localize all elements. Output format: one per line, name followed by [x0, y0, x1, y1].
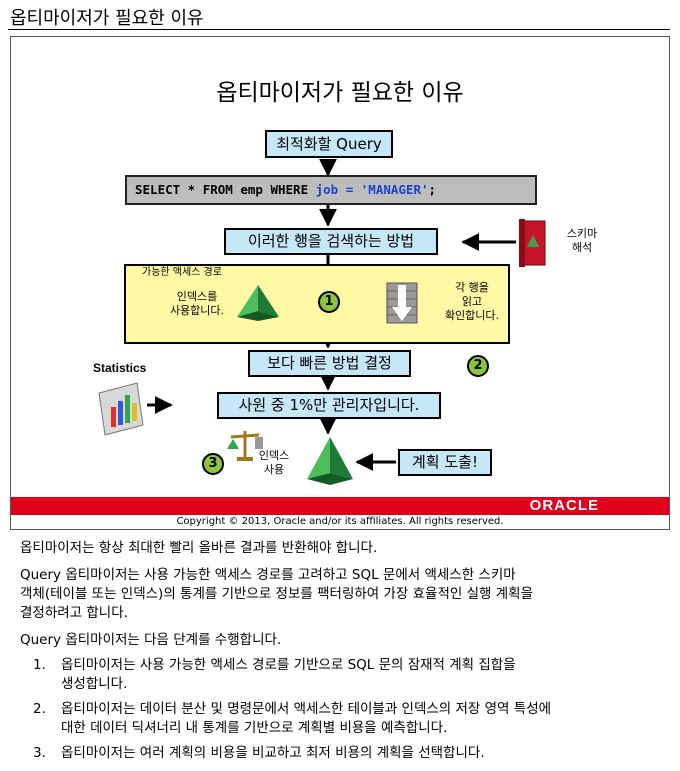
manager-ratio-box: 사원 중 1%만 관리자입니다. [217, 392, 441, 419]
use-index-label-1: 인덱스를 [176, 290, 218, 303]
step-badge-3: 3 [202, 453, 224, 475]
statistics-chart-icon [98, 382, 144, 436]
balance-scale-icon [227, 431, 263, 461]
page-title: 옵티마이저가 필요한 이유 [10, 8, 204, 29]
list-item-line-1: 옵티마이저는 여러 계획의 비용을 비교하고 최저 비용의 계획을 선택합니다. [61, 745, 485, 761]
sql-part-3: 'MANAGER' [360, 182, 429, 197]
slide-title: 옵티마이저가 필요한 이유 [216, 80, 464, 106]
body-paragraph-2: Query 옵티마이저는 사용 가능한 액세스 경로를 고려하고 SQL 문에서… [20, 566, 660, 623]
body-paragraph-2-line-2: 객체(테이블 또는 인덱스)의 통계를 기반으로 정보를 팩터링하여 가장 효율… [20, 586, 533, 602]
statistics-label: Statistics [93, 361, 147, 375]
table-scan-icon [386, 282, 418, 324]
body-paragraph-1: 옵티마이저는 항상 최대한 빨리 올바른 결과를 반환해야 합니다. [20, 540, 378, 556]
list-item-number: 3. [33, 745, 46, 761]
list-item-line-2: 대한 데이터 딕셔너리 내 통계를 기반으로 계획별 비용을 예측합니다. [61, 720, 448, 736]
schema-label-1: 스키마 [566, 227, 598, 240]
step-badge-2: 2 [467, 355, 489, 377]
query-box: 최적화할 Query [265, 130, 393, 158]
access-paths-panel [124, 264, 510, 344]
oracle-logo: ORACLE [529, 497, 599, 514]
body-paragraph-2-line-3: 결정하려고 합니다. [20, 605, 128, 621]
sql-part-1: SELECT * FROM emp WHERE [135, 182, 316, 197]
list-item: 3. 옵티마이저는 여러 계획의 비용을 비교하고 최저 비용의 계획을 선택합… [33, 744, 663, 763]
each-row-label-3: 확인합니다. [444, 309, 500, 322]
body-paragraph-3: Query 옵티마이저는 다음 단계를 수행합니다. [20, 632, 282, 648]
schema-label-2: 해석 [571, 241, 593, 254]
list-item-line-1: 옵티마이저는 사용 가능한 액세스 경로를 기반으로 SQL 문의 잠재적 계획… [61, 657, 516, 673]
slide-figure: 옵티마이저가 필요한 이유 최적화할 Query SELECT * FROM e… [10, 36, 670, 530]
list-item-line-1: 옵티마이저는 데이터 분산 및 명령문에서 액세스한 테이블과 인덱스의 저장 … [61, 701, 552, 717]
schema-book-icon [519, 219, 546, 267]
index-use-label-2: 사용 [263, 463, 285, 476]
faster-method-box: 보다 빠른 방법 결정 [248, 350, 411, 377]
each-row-label-1: 각 행을 [455, 281, 489, 294]
sql-statement: SELECT * FROM emp WHERE job = 'MANAGER'; [125, 175, 537, 205]
sql-part-4: ; [428, 182, 437, 197]
list-item: 2. 옵티마이저는 데이터 분산 및 명령문에서 액세스한 테이블과 인덱스의 … [33, 700, 663, 738]
list-item-line-2: 생성합니다. [61, 676, 128, 692]
sql-part-2: job = [315, 182, 361, 197]
access-path-label: 가능한 액세스 경로 [142, 267, 222, 278]
plan-result-box: 계획 도출! [398, 449, 492, 476]
oracle-footer-bar: ORACLE [11, 497, 669, 515]
step-badge-1: 1 [318, 291, 340, 313]
each-row-label-2: 읽고 [461, 295, 483, 308]
body-paragraph-2-line-1: Query 옵티마이저는 사용 가능한 액세스 경로를 고려하고 SQL 문에서… [20, 567, 516, 583]
copyright-text: Copyright © 2013, Oracle and/or its affi… [176, 516, 504, 527]
index-use-label-1: 인덱스 [258, 449, 290, 462]
use-index-label-2: 사용합니다. [169, 304, 225, 317]
execution-plan-pyramid-icon [307, 437, 353, 485]
title-divider [8, 29, 670, 30]
list-item-number: 2. [33, 701, 46, 717]
index-pyramid-icon [237, 285, 279, 321]
list-item: 1. 옵티마이저는 사용 가능한 액세스 경로를 기반으로 SQL 문의 잠재적… [33, 656, 663, 694]
search-method-box: 이러한 행을 검색하는 방법 [224, 228, 438, 255]
step-list: 1. 옵티마이저는 사용 가능한 액세스 경로를 기반으로 SQL 문의 잠재적… [33, 656, 663, 763]
list-item-number: 1. [33, 657, 46, 673]
